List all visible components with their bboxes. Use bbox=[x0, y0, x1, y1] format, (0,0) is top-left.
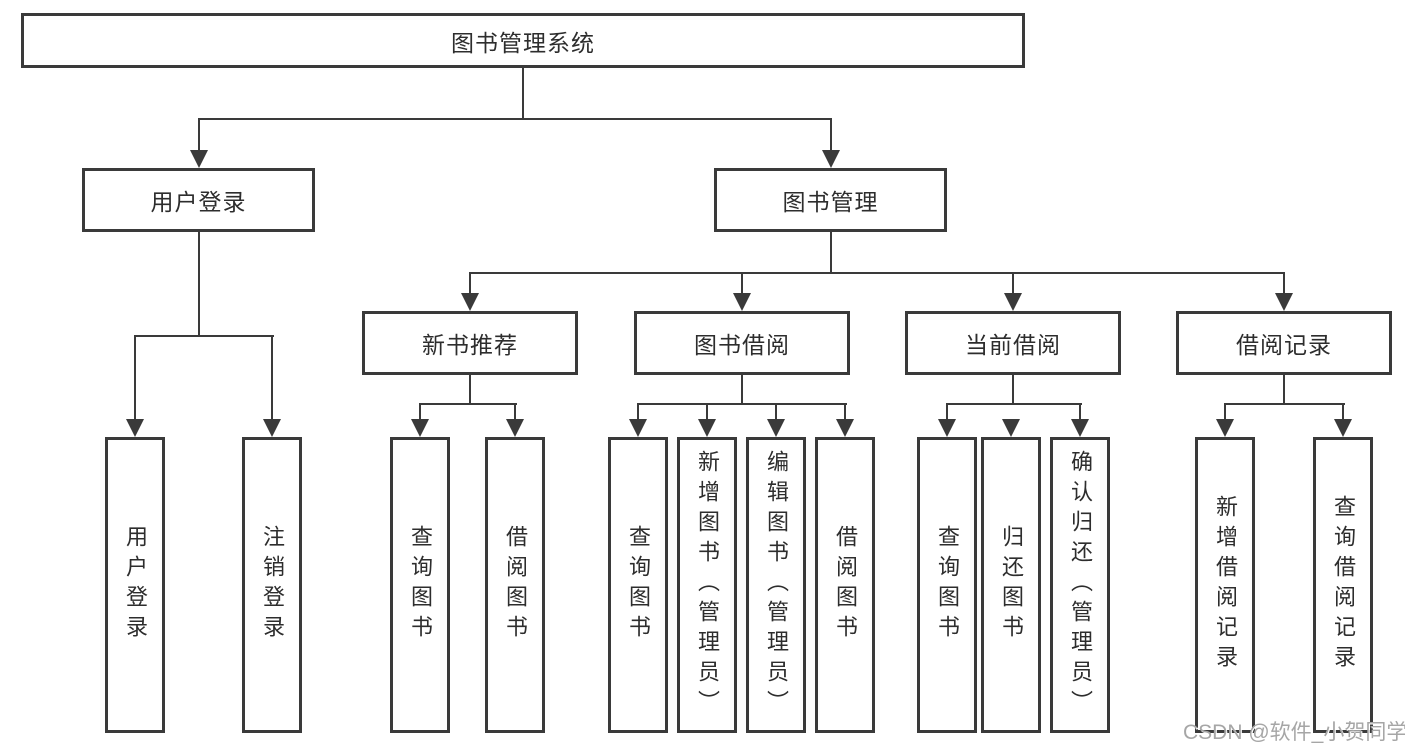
connector-line bbox=[271, 335, 273, 421]
node-book-borrowing: 图书借阅 bbox=[634, 311, 850, 375]
connector-line bbox=[469, 272, 1285, 274]
connector-line bbox=[469, 272, 471, 296]
leaf-confirm-return-admin: 确认归还（管理员） bbox=[1050, 437, 1110, 733]
arrow-down-icon bbox=[629, 419, 647, 437]
connector-line bbox=[514, 403, 516, 421]
connector-line bbox=[637, 403, 847, 405]
node-new-book-recommend: 新书推荐 bbox=[362, 311, 578, 375]
arrow-down-icon bbox=[1002, 419, 1020, 437]
leaf-edit-books-admin: 编辑图书（管理员） bbox=[746, 437, 806, 733]
connector-line bbox=[198, 118, 200, 153]
node-user-login-label: 用户登录 bbox=[150, 189, 247, 215]
connector-line bbox=[830, 232, 832, 274]
arrow-down-icon bbox=[1071, 419, 1089, 437]
connector-line bbox=[1224, 403, 1226, 421]
node-new-book-recommend-label: 新书推荐 bbox=[422, 332, 518, 358]
arrow-down-icon bbox=[733, 293, 751, 311]
connector-line bbox=[741, 375, 743, 405]
leaf-query-borrow-record: 查询借阅记录 bbox=[1313, 437, 1373, 733]
arrow-down-icon bbox=[190, 150, 208, 168]
connector-line bbox=[469, 375, 471, 405]
node-book-management: 图书管理 bbox=[714, 168, 947, 232]
connector-line bbox=[198, 118, 832, 120]
connector-line bbox=[419, 403, 421, 421]
leaf-query-borrow-record-label: 查询借阅记录 bbox=[1331, 495, 1356, 675]
leaf-confirm-return-admin-label: 确认归还（管理员） bbox=[1068, 450, 1093, 720]
leaf-query-books-borrowing-label: 查询图书 bbox=[626, 525, 651, 645]
leaf-return-books-label: 归还图书 bbox=[999, 525, 1024, 645]
arrow-down-icon bbox=[1216, 419, 1234, 437]
leaf-query-books-borrowing: 查询图书 bbox=[608, 437, 668, 733]
leaf-return-books: 归还图书 bbox=[981, 437, 1041, 733]
node-current-borrowing: 当前借阅 bbox=[905, 311, 1121, 375]
connector-line bbox=[706, 403, 708, 421]
arrow-down-icon bbox=[767, 419, 785, 437]
leaf-borrow-books-borrowing: 借阅图书 bbox=[815, 437, 875, 733]
leaf-query-books-current-label: 查询图书 bbox=[935, 525, 960, 645]
node-user-login: 用户登录 bbox=[82, 168, 315, 232]
connector-line bbox=[522, 67, 524, 118]
node-book-borrowing-label: 图书借阅 bbox=[694, 332, 790, 358]
leaf-user-login: 用户登录 bbox=[105, 437, 165, 733]
leaf-edit-books-admin-label: 编辑图书（管理员） bbox=[764, 450, 789, 720]
leaf-query-books-recommend-label: 查询图书 bbox=[408, 525, 433, 645]
arrow-down-icon bbox=[822, 150, 840, 168]
node-root: 图书管理系统 bbox=[21, 13, 1025, 68]
connector-line bbox=[741, 272, 743, 296]
arrow-down-icon bbox=[836, 419, 854, 437]
arrow-down-icon bbox=[506, 419, 524, 437]
connector-line bbox=[830, 118, 832, 153]
connector-line bbox=[844, 403, 846, 421]
leaf-logout-label: 注销登录 bbox=[260, 525, 285, 645]
leaf-user-login-label: 用户登录 bbox=[123, 525, 148, 645]
connector-line bbox=[419, 403, 517, 405]
connector-line bbox=[134, 335, 136, 421]
arrow-down-icon bbox=[1275, 293, 1293, 311]
connector-line bbox=[1342, 403, 1344, 421]
leaf-borrow-books-borrowing-label: 借阅图书 bbox=[833, 525, 858, 645]
connector-line bbox=[1283, 272, 1285, 296]
connector-line bbox=[946, 403, 948, 421]
connector-line bbox=[1012, 272, 1014, 296]
leaf-logout: 注销登录 bbox=[242, 437, 302, 733]
leaf-add-books-admin-label: 新增图书（管理员） bbox=[695, 450, 720, 720]
leaf-query-books-current: 查询图书 bbox=[917, 437, 977, 733]
leaf-add-borrow-record: 新增借阅记录 bbox=[1195, 437, 1255, 733]
connector-line bbox=[134, 335, 274, 337]
arrow-down-icon bbox=[698, 419, 716, 437]
leaf-borrow-books-recommend-label: 借阅图书 bbox=[503, 525, 528, 645]
connector-line bbox=[1079, 403, 1081, 421]
arrow-down-icon bbox=[263, 419, 281, 437]
connector-line bbox=[1012, 375, 1014, 405]
node-root-label: 图书管理系统 bbox=[451, 29, 595, 56]
csdn-watermark: CSDN @软件_小贺同学 bbox=[1183, 721, 1405, 744]
arrow-down-icon bbox=[1004, 293, 1022, 311]
arrow-down-icon bbox=[938, 419, 956, 437]
node-current-borrowing-label: 当前借阅 bbox=[965, 332, 1061, 358]
node-book-management-label: 图书管理 bbox=[782, 189, 879, 215]
leaf-borrow-books-recommend: 借阅图书 bbox=[485, 437, 545, 733]
leaf-add-borrow-record-label: 新增借阅记录 bbox=[1213, 495, 1238, 675]
node-borrowing-records: 借阅记录 bbox=[1176, 311, 1392, 375]
leaf-query-books-recommend: 查询图书 bbox=[390, 437, 450, 733]
connector-line bbox=[775, 403, 777, 421]
connector-line bbox=[198, 232, 200, 337]
node-borrowing-records-label: 借阅记录 bbox=[1236, 332, 1332, 358]
arrow-down-icon bbox=[126, 419, 144, 437]
connector-line bbox=[1283, 375, 1285, 405]
arrow-down-icon bbox=[411, 419, 429, 437]
connector-line bbox=[946, 403, 1082, 405]
arrow-down-icon bbox=[1334, 419, 1352, 437]
arrow-down-icon bbox=[461, 293, 479, 311]
leaf-add-books-admin: 新增图书（管理员） bbox=[677, 437, 737, 733]
connector-line bbox=[637, 403, 639, 421]
connector-line bbox=[1224, 403, 1345, 405]
